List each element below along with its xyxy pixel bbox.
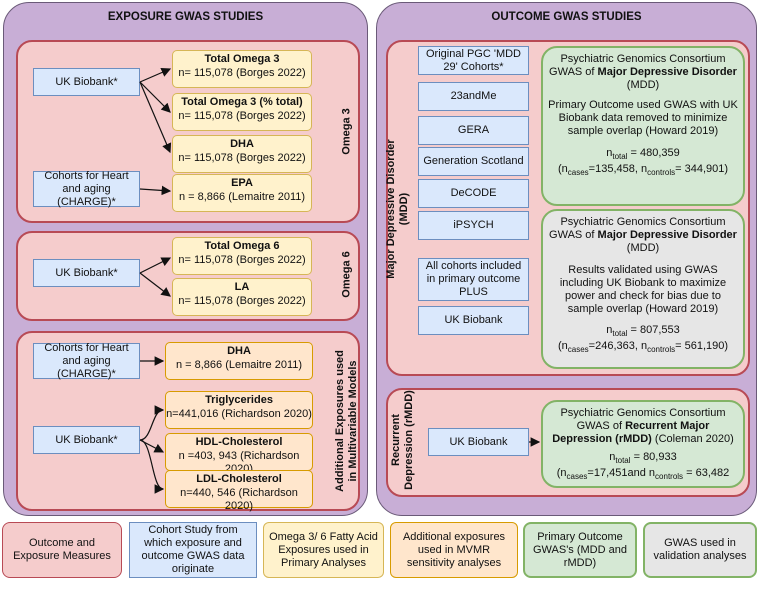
exposure-panel-title: EXPOSURE GWAS STUDIES bbox=[107, 11, 264, 23]
omega3-percent-item: Total Omega 3 (% total)n= 115,078 (Borge… bbox=[172, 93, 312, 131]
mdd-validation-cohort-all: All cohorts included in primary outcome … bbox=[418, 258, 529, 301]
mdd-cohort-decode: DeCODE bbox=[418, 179, 529, 208]
omega3-ukb-cohort: UK Biobank* bbox=[33, 68, 140, 96]
legend-outcome-exposure: Outcome and Exposure Measures bbox=[2, 522, 122, 578]
legend-primary-outcome: Primary Outcome GWAS's (MDD and rMDD) bbox=[523, 522, 637, 578]
legend-fatty-acid-exposures: Omega 3/ 6 Fatty Acid Exposures used in … bbox=[263, 522, 384, 578]
rmdd-ukb-cohort: UK Biobank bbox=[428, 428, 529, 456]
outcome-panel-title: OUTCOME GWAS STUDIES bbox=[491, 11, 642, 23]
additional-ukb-cohort: UK Biobank* bbox=[33, 426, 140, 454]
legend-additional-exposures: Additional exposures used in MVMR sensit… bbox=[390, 522, 518, 578]
legend-cohort-study: Cohort Study from which exposure and out… bbox=[129, 522, 257, 578]
mdd-cohort-23andme: 23andMe bbox=[418, 82, 529, 111]
mdd-cohort-ipsych: iPSYCH bbox=[418, 211, 529, 240]
mdd-cohort-gera: GERA bbox=[418, 116, 529, 145]
additional-charge-cohort: Cohorts for Heart and aging (CHARGE)* bbox=[33, 342, 140, 380]
rmdd-outcome-box: Psychiatric Genomics Consortium GWAS of … bbox=[541, 400, 745, 488]
mdd-validation-cohort-ukb: UK Biobank bbox=[418, 306, 529, 335]
omega3-charge-cohort: Cohorts for Heart and aging (CHARGE)* bbox=[33, 170, 140, 208]
mdd-cohort-generation-scotland: Generation Scotland bbox=[418, 147, 529, 176]
mdd-primary-outcome-box: Psychiatric Genomics Consortium GWAS of … bbox=[541, 46, 745, 206]
omega6-ukb-cohort: UK Biobank* bbox=[33, 259, 140, 287]
legend-validation-gwas: GWAS used in validation analyses bbox=[643, 522, 757, 578]
mdd-cohort-pgc29: Original PGC 'MDD 29' Cohorts* bbox=[418, 46, 529, 75]
mdd-validation-box: Psychiatric Genomics Consortium GWAS of … bbox=[541, 209, 745, 369]
